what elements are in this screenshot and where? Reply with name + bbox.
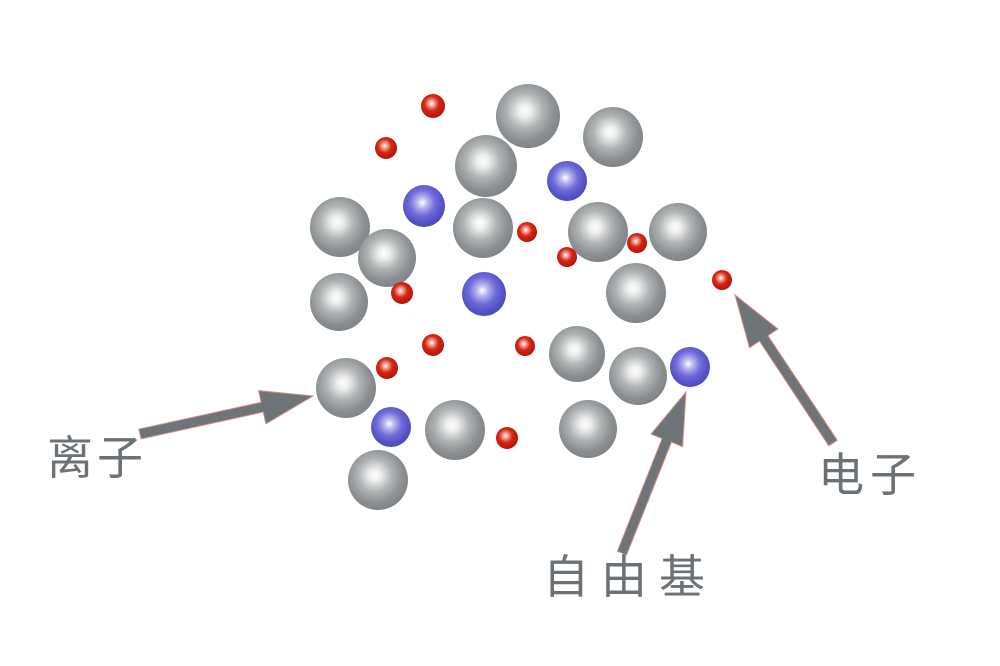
ion-sphere: [310, 273, 368, 331]
electron-sphere: [627, 233, 647, 253]
radical-label: 自由基: [543, 550, 717, 604]
ion-label: 离子: [47, 431, 147, 485]
ion-sphere: [649, 203, 707, 261]
ion-spheres-layer: [310, 84, 707, 510]
electron-sphere: [391, 282, 413, 304]
electron-sphere: [496, 427, 518, 449]
radical-sphere: [462, 272, 506, 316]
electron-sphere: [422, 334, 444, 356]
electron-sphere: [421, 94, 445, 118]
electron-sphere: [375, 137, 397, 159]
ion-sphere: [348, 450, 408, 510]
ion-sphere: [358, 229, 416, 287]
radical-sphere: [371, 407, 411, 447]
electron-sphere: [515, 336, 535, 356]
ion-sphere: [606, 263, 666, 323]
electron-sphere: [557, 247, 577, 267]
electron-label: 电子: [818, 448, 922, 502]
electron-sphere: [376, 357, 398, 379]
electron-spheres-layer: [375, 94, 732, 449]
ion-sphere: [583, 107, 643, 167]
ion-sphere: [316, 358, 376, 418]
electron-sphere: [712, 270, 732, 290]
ion-sphere: [455, 135, 517, 197]
ion-sphere: [549, 326, 605, 382]
electron-sphere: [517, 222, 537, 242]
ion-sphere: [453, 198, 513, 258]
radical-sphere: [547, 161, 587, 201]
ion-sphere: [559, 400, 617, 458]
ion-sphere: [425, 400, 485, 460]
radical-sphere: [403, 185, 445, 227]
ion-arrow: [138, 390, 315, 440]
radical-spheres-layer: [371, 161, 710, 447]
ion-sphere: [568, 202, 628, 262]
ion-sphere: [609, 347, 667, 405]
ion-sphere: [310, 197, 370, 257]
radical-sphere: [670, 347, 710, 387]
ion-sphere: [496, 84, 560, 148]
radical-arrow: [616, 390, 687, 556]
electron-arrow: [734, 293, 838, 447]
annotation-arrows-layer: [138, 293, 838, 556]
